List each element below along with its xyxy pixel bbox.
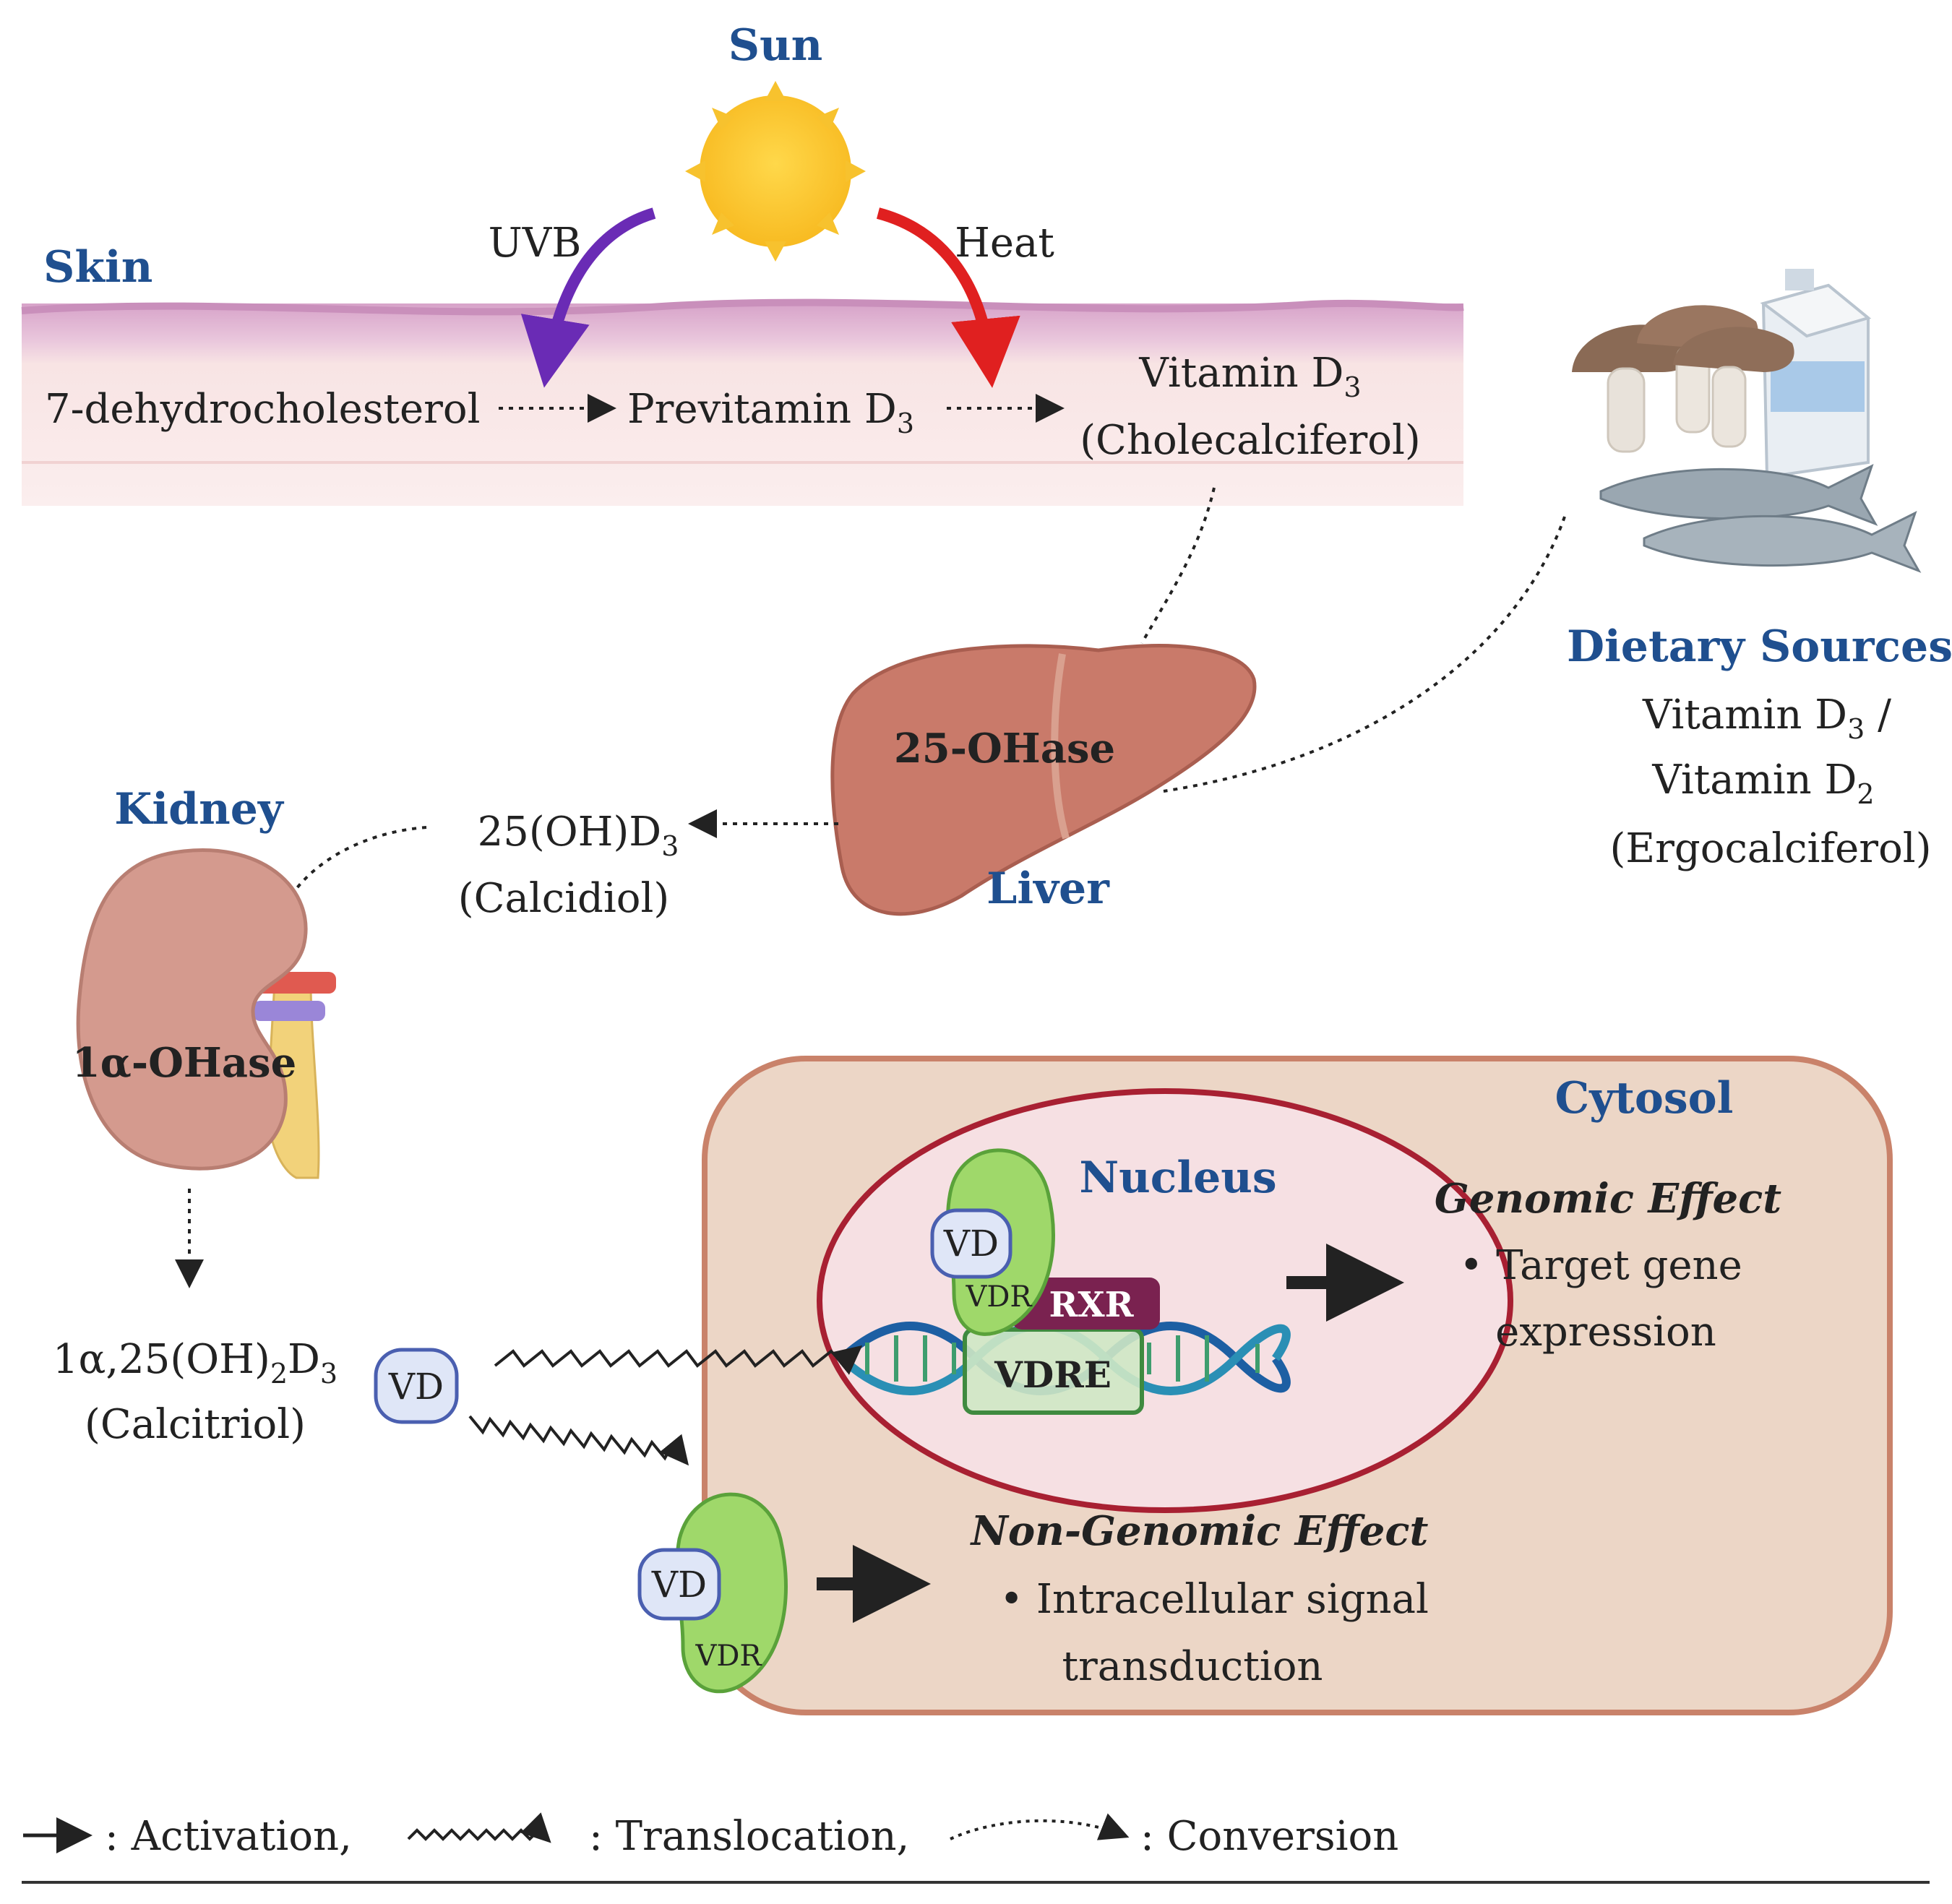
mushroom-icon bbox=[1572, 305, 1794, 453]
sun-label: Sun bbox=[728, 20, 823, 71]
kidney-label: Kidney bbox=[114, 784, 285, 835]
legend-translocation-label: : Translocation, bbox=[589, 1813, 909, 1860]
cytosol-label: Cytosol bbox=[1555, 1073, 1734, 1124]
vd-ligand-free: VD bbox=[374, 1348, 459, 1424]
genomic-effect-bullet-2: expression bbox=[1495, 1309, 1716, 1356]
conversion-path-skin-liver bbox=[1140, 487, 1216, 644]
legend-conversion-arrow bbox=[950, 1813, 1130, 1840]
legend-conversion-label: : Conversion bbox=[1140, 1813, 1398, 1860]
legend-translocation-arrow bbox=[407, 1812, 551, 1843]
genomic-effect-title: Genomic Effect bbox=[1435, 1175, 1781, 1223]
vitamin-d3-label: Vitamin D3 bbox=[1138, 350, 1361, 403]
svg-text:RXR: RXR bbox=[1049, 1285, 1134, 1325]
nongenomic-effect-bullet-2: transduction bbox=[1062, 1643, 1323, 1690]
calcidiol-formula: 25(OH)D3 bbox=[478, 809, 679, 862]
previtamin-label: Previtamin D3 bbox=[627, 386, 914, 439]
nucleus-label: Nucleus bbox=[1079, 1153, 1276, 1203]
conversion-path-calcidiol-kidney bbox=[295, 826, 427, 890]
calcitriol-formula: 1α,25(OH)2D3 bbox=[53, 1336, 337, 1390]
legend-activation-label: : Activation, bbox=[105, 1813, 352, 1860]
calcidiol-label: (Calcidiol) bbox=[458, 875, 670, 922]
sun-icon bbox=[685, 81, 866, 262]
skin-band bbox=[22, 303, 1463, 506]
translocation-arrow-nucleus bbox=[494, 1345, 863, 1375]
svg-text:VD: VD bbox=[651, 1564, 707, 1606]
cholecalciferol-label: (Cholecalciferol) bbox=[1080, 417, 1421, 464]
ergocalciferol-label: (Ergocalciferol) bbox=[1609, 825, 1931, 872]
uvb-label: UVB bbox=[489, 220, 582, 267]
skin-surface bbox=[21, 298, 1464, 316]
translocation-arrow-cytosol bbox=[468, 1415, 689, 1466]
heat-label: Heat bbox=[955, 220, 1054, 267]
liver-enzyme-label: 25-OHase bbox=[894, 725, 1115, 772]
skin-label: Skin bbox=[43, 242, 152, 293]
milk-carton-icon bbox=[1760, 269, 1872, 479]
legend: : Activation, : Translocation, : Convers… bbox=[22, 1812, 1930, 1884]
svg-text:VD: VD bbox=[388, 1366, 444, 1408]
calcitriol-label: (Calcitriol) bbox=[85, 1401, 306, 1448]
svg-text:VDR: VDR bbox=[695, 1640, 762, 1673]
rxr-receptor: RXR bbox=[1012, 1278, 1160, 1330]
conversion-path-diet-liver bbox=[1163, 516, 1566, 793]
dietary-vitamin-d2: Vitamin D2 bbox=[1651, 757, 1874, 810]
liver-icon bbox=[830, 644, 1257, 916]
vd-ligand-cytosol: VD bbox=[637, 1548, 721, 1621]
nongenomic-effect-title: Non-Genomic Effect bbox=[970, 1507, 1429, 1555]
svg-text:VDR: VDR bbox=[965, 1280, 1033, 1314]
heat-arrow bbox=[876, 207, 1020, 388]
dietary-sources-title: Dietary Sources bbox=[1567, 621, 1952, 672]
nongenomic-effect-bullet-1: • Intracellular signal bbox=[999, 1576, 1429, 1623]
vd-ligand-nucleus: VD bbox=[930, 1208, 1012, 1279]
liver-label: Liver bbox=[986, 863, 1110, 914]
kidney-enzyme-label: 1α-OHase bbox=[72, 1039, 296, 1087]
kidney-icon bbox=[76, 848, 336, 1179]
dietary-vitamin-d3: Vitamin D3 / bbox=[1642, 692, 1891, 745]
dehydrocholesterol-label: 7-dehydrocholesterol bbox=[45, 386, 481, 433]
svg-text:VD: VD bbox=[943, 1223, 999, 1265]
uvb-arrow bbox=[520, 207, 656, 388]
fish-icon bbox=[1599, 464, 1922, 573]
vdre-label: VDRE bbox=[994, 1353, 1112, 1396]
genomic-effect-bullet-1: • Target gene bbox=[1459, 1242, 1742, 1289]
